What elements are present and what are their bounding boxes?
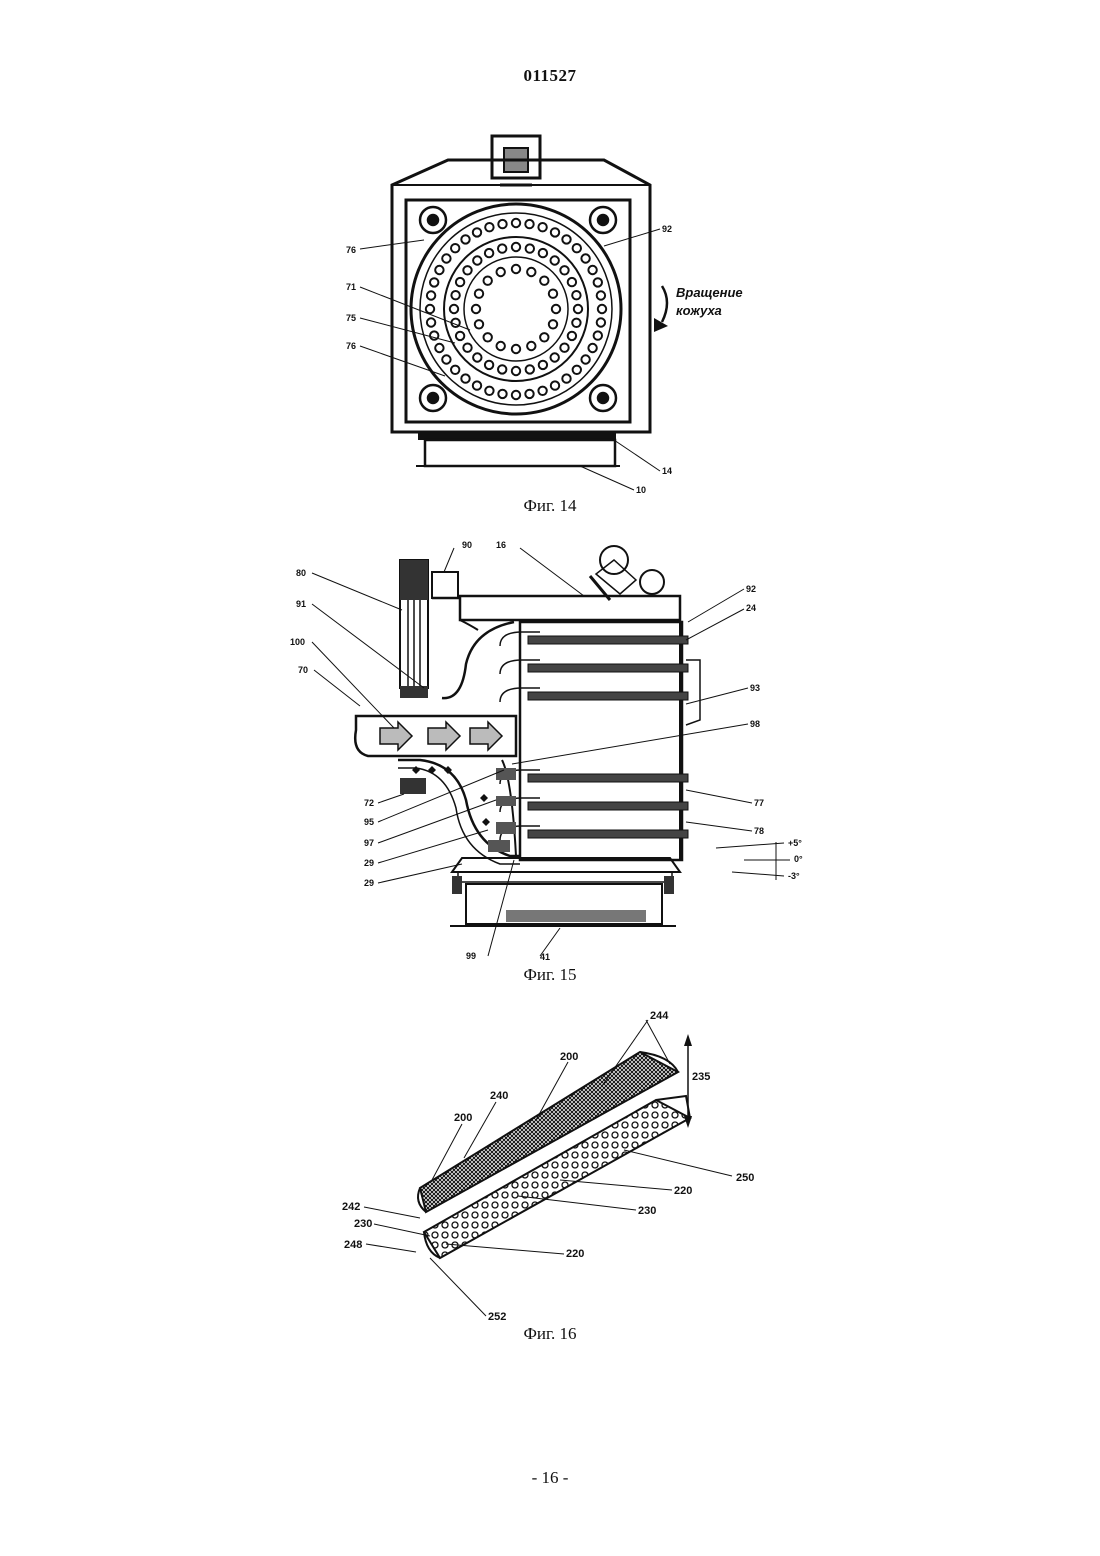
fig16-label-230-left: 230 xyxy=(354,1218,372,1230)
fig16-label-244: 244 xyxy=(650,1010,669,1022)
fig16-label-220-upper: 220 xyxy=(674,1185,692,1197)
fig16-label-230-right: 230 xyxy=(638,1205,656,1217)
fig16-label-250: 250 xyxy=(736,1172,754,1184)
fig16-label-200-left: 200 xyxy=(454,1112,472,1124)
figure-16-caption: Фиг. 16 xyxy=(0,1324,1100,1344)
fig16-label-220-lower: 220 xyxy=(566,1248,584,1260)
fig16-label-200-right: 200 xyxy=(560,1051,578,1063)
fig16-label-242: 242 xyxy=(342,1201,360,1213)
fig16-label-235: 235 xyxy=(692,1071,710,1083)
page-number: - 16 - xyxy=(0,1468,1100,1488)
fig16-label-240: 240 xyxy=(490,1090,508,1102)
fig16-label-252: 252 xyxy=(488,1311,506,1323)
fig16-label-248: 248 xyxy=(344,1239,362,1251)
